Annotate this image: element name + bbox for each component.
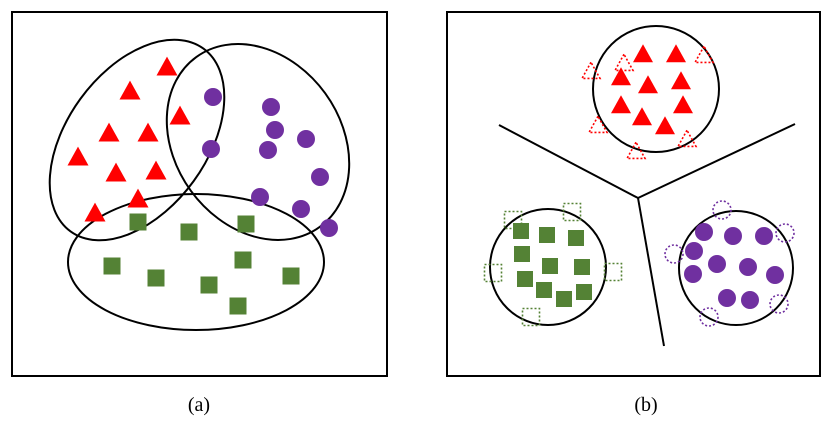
circle-class-ellipse (165, 43, 351, 241)
green-square-marker (103, 257, 121, 275)
green-square-dotted-marker (483, 263, 503, 283)
panel-a-frame (11, 11, 388, 377)
panel-b (446, 11, 821, 377)
green-square-marker (234, 251, 252, 269)
caption-b: (b) (634, 394, 658, 416)
red-triangle-dotted-marker (587, 114, 609, 134)
purple-circle-dotted-marker (769, 294, 789, 314)
red-triangle-marker (98, 122, 120, 142)
purple-circle-dotted-marker (699, 307, 719, 327)
purple-circle-marker (741, 291, 759, 309)
boundary-line-right (637, 123, 796, 199)
red-triangle-marker (632, 107, 652, 126)
green-square-marker (229, 297, 247, 315)
purple-circle-marker (297, 130, 315, 148)
purple-circle-marker (718, 289, 736, 307)
red-triangle-marker (655, 116, 675, 135)
green-square-marker (129, 213, 147, 231)
red-triangle-dotted-marker (693, 44, 715, 64)
green-square-dotted-marker (503, 210, 523, 230)
red-triangle-marker (145, 160, 167, 180)
green-square-marker (514, 246, 530, 262)
boundary-line-left (498, 124, 639, 199)
green-square-marker (539, 227, 555, 243)
green-square-marker (147, 269, 165, 287)
purple-circle-marker (708, 255, 726, 273)
purple-circle-marker (251, 188, 269, 206)
purple-circle-marker (685, 242, 703, 260)
triangle-class-ellipse (48, 38, 226, 242)
green-square-marker (542, 258, 558, 274)
red-triangle-marker (67, 146, 89, 166)
green-square-dotted-marker (562, 202, 582, 222)
green-square-marker (517, 271, 533, 287)
green-square-marker (180, 223, 198, 241)
square-cluster-circle (489, 208, 607, 326)
green-square-marker (513, 223, 529, 239)
red-triangle-marker (105, 162, 127, 182)
green-square-marker (556, 291, 572, 307)
boundary-line-bottom (637, 197, 665, 347)
red-triangle-marker (638, 75, 658, 94)
red-triangle-marker (127, 188, 149, 208)
red-triangle-dotted-marker (580, 60, 602, 80)
red-triangle-marker (84, 202, 106, 222)
purple-circle-marker (755, 227, 773, 245)
red-triangle-marker (633, 44, 653, 63)
purple-circle-dotted-marker (664, 244, 684, 264)
triangle-cluster-circle (592, 25, 720, 153)
green-square-marker (574, 259, 590, 275)
panel-b-frame (446, 11, 821, 377)
purple-circle-marker (266, 121, 284, 139)
green-square-marker (576, 284, 592, 300)
red-triangle-dotted-marker (625, 140, 647, 160)
purple-circle-marker (262, 98, 280, 116)
purple-circle-marker (739, 258, 757, 276)
green-square-marker (282, 267, 300, 285)
circle-cluster-circle (678, 210, 794, 326)
purple-circle-marker (259, 141, 277, 159)
purple-circle-marker (320, 219, 338, 237)
green-square-marker (536, 282, 552, 298)
green-square-marker (568, 230, 584, 246)
purple-circle-marker (684, 265, 702, 283)
red-triangle-marker (666, 44, 686, 63)
green-square-marker (237, 215, 255, 233)
purple-circle-marker (766, 266, 784, 284)
caption-a: (a) (187, 394, 211, 416)
red-triangle-dotted-marker (676, 128, 698, 148)
red-triangle-marker (169, 105, 191, 125)
purple-circle-marker (724, 227, 742, 245)
green-square-dotted-marker (521, 307, 541, 327)
green-square-dotted-marker (603, 262, 623, 282)
red-triangle-marker (156, 56, 178, 76)
red-triangle-marker (611, 67, 631, 86)
panel-a (11, 11, 388, 377)
red-triangle-marker (137, 122, 159, 142)
green-square-marker (200, 276, 218, 294)
purple-circle-marker (204, 88, 222, 106)
purple-circle-marker (202, 140, 220, 158)
red-triangle-marker (611, 95, 631, 114)
red-triangle-marker (119, 80, 141, 100)
purple-circle-marker (311, 168, 329, 186)
purple-circle-marker (292, 200, 310, 218)
purple-circle-dotted-marker (712, 200, 732, 220)
red-triangle-marker (671, 71, 691, 90)
purple-circle-marker (695, 223, 713, 241)
square-class-ellipse (67, 193, 325, 331)
red-triangle-dotted-marker (613, 52, 635, 72)
red-triangle-marker (673, 95, 693, 114)
purple-circle-dotted-marker (775, 223, 795, 243)
